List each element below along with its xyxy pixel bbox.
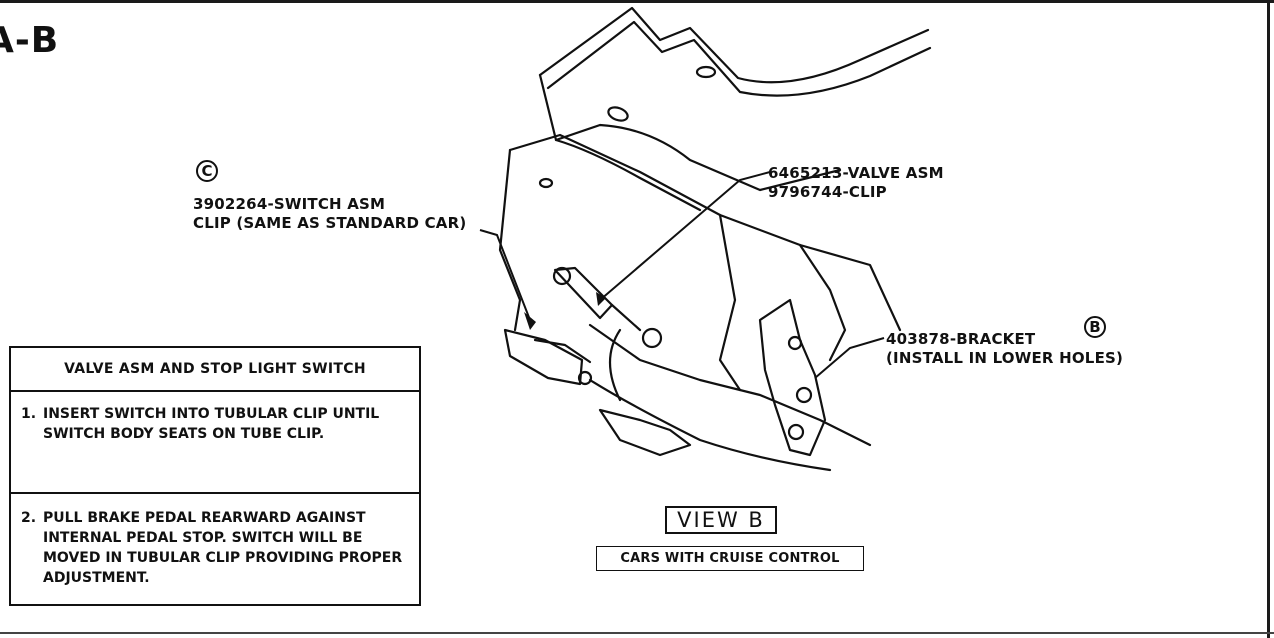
valve-body <box>553 266 614 320</box>
plate-right-flange <box>798 243 847 362</box>
scan-edge-right <box>1267 0 1270 638</box>
slot-hole-left <box>538 177 554 189</box>
instructions-title: VALVE ASM AND STOP LIGHT SWITCH <box>11 348 419 392</box>
slot-hole-top <box>695 65 717 79</box>
view-label: VIEW B <box>665 506 777 534</box>
view-caption: CARS WITH CRUISE CONTROL <box>596 546 864 571</box>
scan-edge-bottom <box>0 632 1274 634</box>
upper-support-flange <box>538 73 842 192</box>
bracket-b-hole-lower <box>787 423 805 441</box>
valve-stem <box>610 303 642 332</box>
leader-valve-arrow <box>596 292 606 306</box>
step-text: PULL BRAKE PEDAL REARWARD AGAINST INTERN… <box>43 510 403 586</box>
step-text: INSERT SWITCH INTO TUBULAR CLIP UNTIL SW… <box>43 406 380 442</box>
scan-edge-top <box>0 0 1274 3</box>
step-number: 1. <box>21 406 37 422</box>
plate-lower-edge <box>588 323 872 447</box>
valve-callout: 6465213-VALVE ASM 9796744-CLIP <box>768 164 944 202</box>
lower-clip <box>598 408 692 457</box>
view-id-label: A-B <box>0 20 60 61</box>
upper-support-outline <box>538 6 930 84</box>
switch-clip <box>533 338 592 364</box>
switch-part-number: 3902264-SWITCH ASM <box>193 195 386 213</box>
bracket-b-stud <box>787 335 803 351</box>
bracket-install-note: (INSTALL IN LOWER HOLES) <box>886 349 1124 367</box>
valve-end-cap <box>552 266 572 286</box>
switch-plunger <box>577 370 593 386</box>
valve-clip-number: 9796744-CLIP <box>768 183 887 201</box>
leader-bracket <box>814 337 885 379</box>
valve-nut <box>641 327 663 349</box>
instruction-step: 2. PULL BRAKE PEDAL REARWARD AGAINST INT… <box>11 494 419 588</box>
instructions-box: VALVE ASM AND STOP LIGHT SWITCH 1. INSER… <box>9 346 421 606</box>
bracket-b-outline <box>758 298 827 457</box>
instruction-step: 1. INSERT SWITCH INTO TUBULAR CLIP UNTIL… <box>11 392 419 494</box>
support-inner-curve <box>554 138 702 212</box>
tube-line <box>609 328 622 402</box>
leader-switch-arrow <box>524 312 536 330</box>
leader-valve <box>599 171 771 301</box>
bracket-callout: 403878-BRACKET (INSTALL IN LOWER HOLES) <box>886 330 1123 368</box>
switch-clip-note: CLIP (SAME AS STANDARD CAR) <box>193 214 467 232</box>
main-plate-left-edge <box>498 148 522 332</box>
plate-step <box>718 213 742 392</box>
bracket-b-hole-upper <box>795 386 813 404</box>
callout-marker-c: C <box>196 160 218 182</box>
bracket-part-number: 403878-BRACKET <box>886 330 1036 348</box>
switch-callout: 3902264-SWITCH ASM CLIP (SAME AS STANDAR… <box>193 195 466 233</box>
upper-support-lower-edge <box>546 20 932 97</box>
callout-marker-b: B <box>1084 316 1106 338</box>
switch-body <box>503 328 584 386</box>
valve-part-number: 6465213-VALVE ASM <box>768 164 944 182</box>
slot-hole-mid <box>607 106 629 122</box>
step-number: 2. <box>21 510 37 526</box>
leader-switch <box>479 229 531 321</box>
